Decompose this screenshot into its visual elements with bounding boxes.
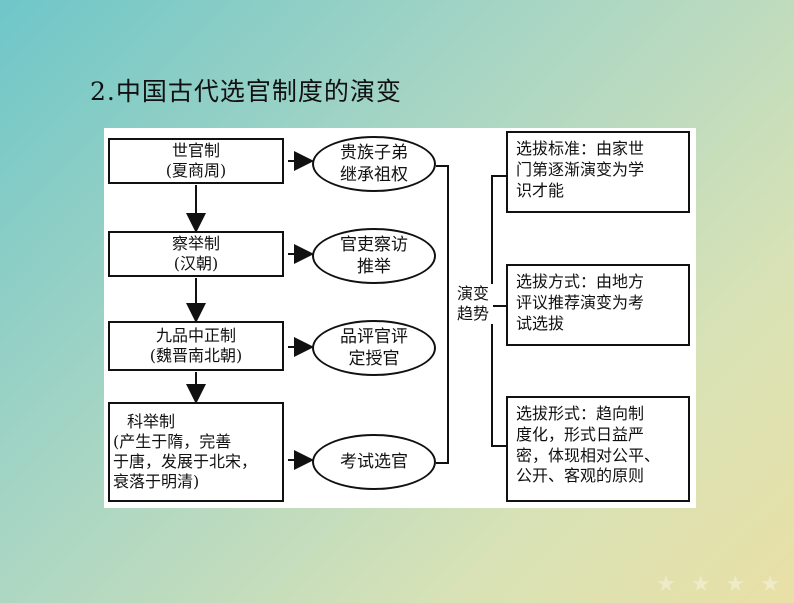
method-line: 推举 xyxy=(357,257,391,277)
trend-label-line: 趋势 xyxy=(456,304,489,323)
trend-line: 公开、客观的原则 xyxy=(516,466,645,486)
system-box-keju: 科举制 (产生于隋，完善 于唐，发展于北宋， 衰落于明清) xyxy=(108,402,284,502)
method-ellipse-3: 品评官评 定授官 xyxy=(312,320,436,376)
system-period-line: 于唐，发展于北宋， xyxy=(113,452,258,471)
trend-line: 密，体现相对公平、 xyxy=(516,445,661,465)
page-title: 2.中国古代选官制度的演变 xyxy=(90,77,402,106)
system-period-line: (产生于隋，完善 xyxy=(113,432,232,451)
trend-line: 选拔形式：趋向制 xyxy=(516,404,645,423)
method-line: 继承祖权 xyxy=(340,165,408,185)
system-name: 世官制 xyxy=(171,141,220,160)
diagram-panel: 世官制 (夏商周) 察举制 (汉朝) 九品中正制 (魏晋南北朝) 科举制 (产生… xyxy=(104,128,696,508)
method-ellipse-2: 官吏察访 推举 xyxy=(312,228,436,284)
system-period: (汉朝) xyxy=(173,254,219,273)
trend-box-form: 选拔形式：趋向制 度化，形式日益严 密，体现相对公平、 公开、客观的原则 xyxy=(506,396,690,502)
system-name: 九品中正制 xyxy=(155,326,236,345)
trend-line: 选拔方式：由地方 xyxy=(516,272,645,291)
method-line: 官吏察访 xyxy=(340,234,408,255)
trend-line: 试选拔 xyxy=(516,313,565,333)
trend-line: 门第逐渐演变为学 xyxy=(516,159,645,179)
method-line: 品评官评 xyxy=(340,326,408,347)
method-line: 贵族子弟 xyxy=(340,142,408,163)
trend-label: 演变 趋势 xyxy=(453,284,493,324)
system-period: (夏商周) xyxy=(165,161,227,180)
method-line: 定授官 xyxy=(348,349,400,369)
system-box-chaju: 察举制 (汉朝) xyxy=(108,231,284,277)
trend-label-line: 演变 xyxy=(456,284,489,303)
trend-line: 评议推荐演变为考 xyxy=(516,292,645,312)
system-box-shiguan: 世官制 (夏商周) xyxy=(108,138,284,184)
trend-box-method: 选拔方式：由地方 评议推荐演变为考 试选拔 xyxy=(506,264,690,346)
method-line: 考试选官 xyxy=(340,451,408,472)
system-period: (魏晋南北朝) xyxy=(149,346,243,365)
system-box-jiupin: 九品中正制 (魏晋南北朝) xyxy=(108,321,284,371)
bracket-left xyxy=(436,165,449,464)
trend-line: 选拔标准：由家世 xyxy=(516,139,645,158)
trend-line: 度化，形式日益严 xyxy=(516,424,645,444)
trend-line: 识才能 xyxy=(516,180,565,200)
system-name: 察举制 xyxy=(171,234,220,253)
method-ellipse-1: 贵族子弟 继承祖权 xyxy=(312,136,436,192)
trend-box-standard: 选拔标准：由家世 门第逐渐演变为学 识才能 xyxy=(506,131,690,213)
method-ellipse-4: 考试选官 xyxy=(312,434,436,490)
decorative-stars-icon: ★ ★ ★ ★ xyxy=(656,572,784,597)
bracket-right xyxy=(491,175,507,447)
system-name: 科举制 xyxy=(127,412,176,431)
system-period-line: 衰落于明清) xyxy=(113,472,200,491)
